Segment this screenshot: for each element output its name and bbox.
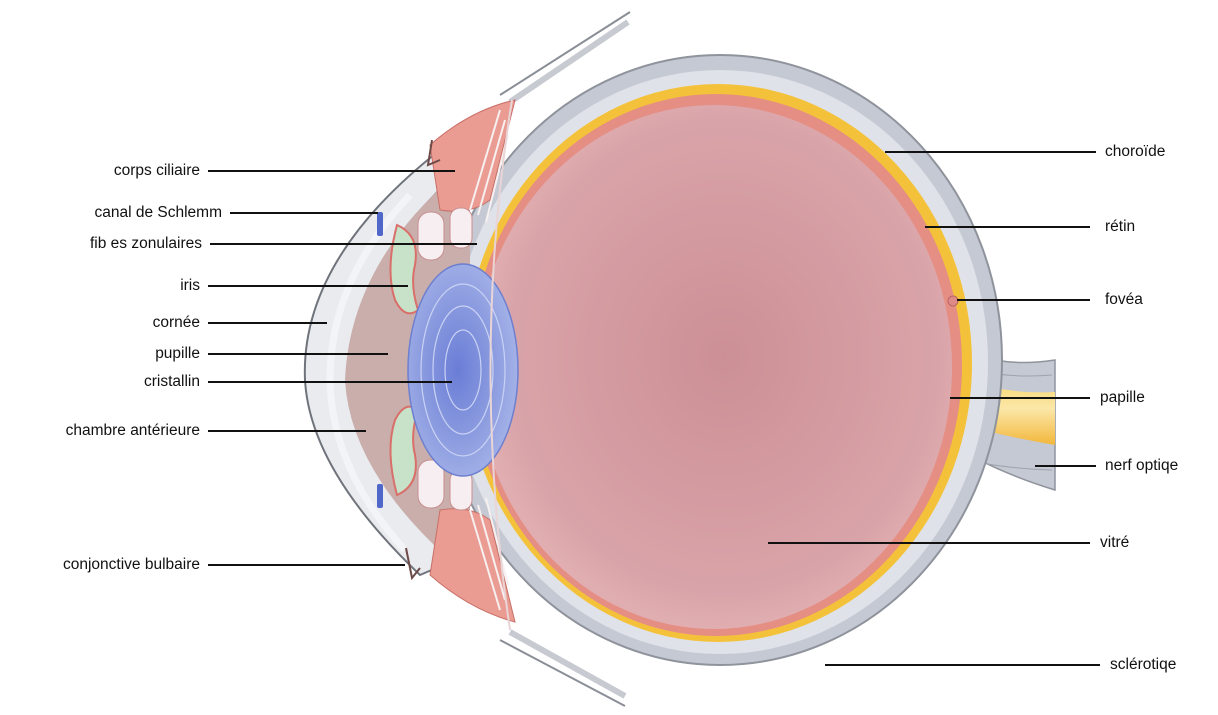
schlemm-canal-lower — [377, 484, 383, 508]
label-sclerotique: sclérotiqe — [1110, 656, 1176, 673]
label-nerf-optique: nerf optiqe — [1105, 457, 1178, 474]
label-vitre: vitré — [1100, 534, 1129, 551]
label-chambre-anterieure: chambre antérieure — [66, 422, 200, 439]
label-conjonctive-bulbaire: conjonctive bulbaire — [63, 556, 200, 573]
label-retine: rétin — [1105, 218, 1135, 235]
label-fibres-zonulaires: fib es zonulaires — [90, 235, 202, 252]
fovea-mark — [948, 296, 958, 306]
lens — [408, 264, 518, 476]
label-choroide: choroïde — [1105, 143, 1165, 160]
label-canal-schlemm: canal de Schlemm — [94, 204, 222, 221]
label-pupille: pupille — [155, 345, 200, 362]
label-papille: papille — [1100, 389, 1145, 406]
schlemm-canal-upper — [377, 212, 383, 236]
label-iris: iris — [180, 277, 200, 294]
vitreous-body — [476, 105, 952, 629]
label-fovea: fovéa — [1105, 291, 1143, 308]
label-corps-ciliaire: corps ciliaire — [114, 162, 200, 179]
label-cristallin: cristallin — [144, 373, 200, 390]
label-cornee: cornée — [153, 314, 200, 331]
